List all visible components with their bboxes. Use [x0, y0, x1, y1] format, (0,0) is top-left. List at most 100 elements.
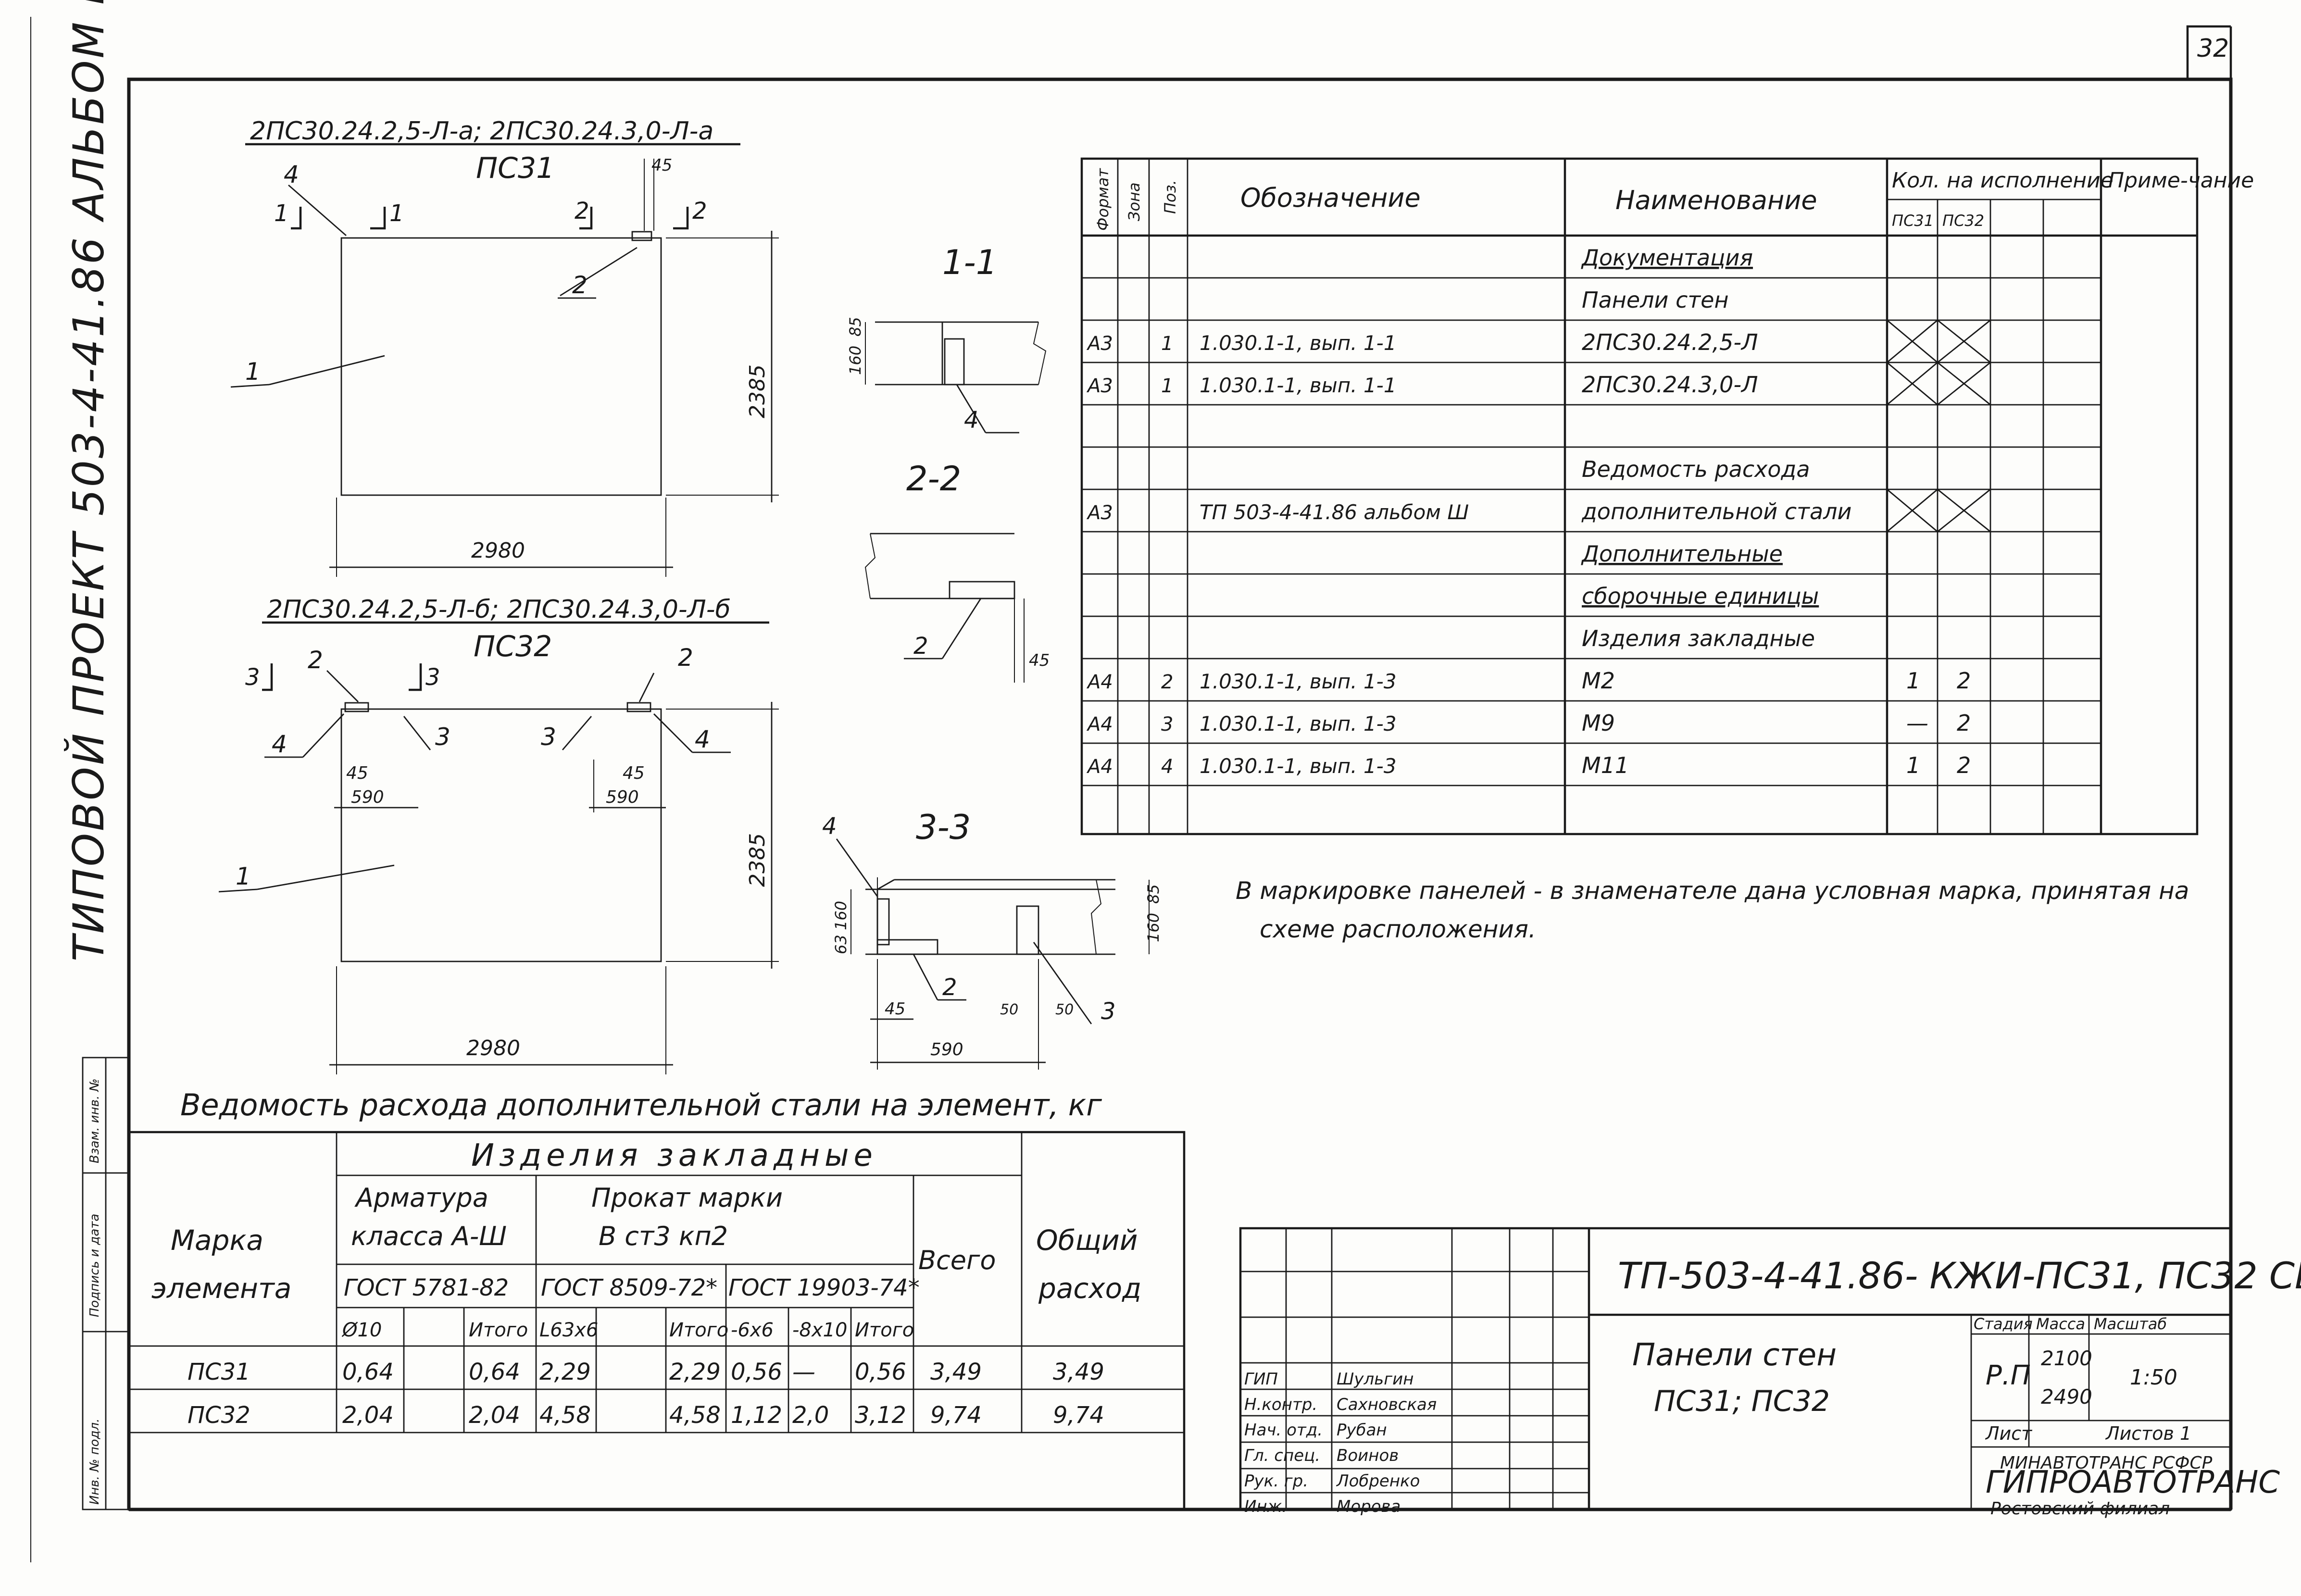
ps32-cut-3a: 3	[245, 664, 260, 691]
spec-row-pos: 4	[1161, 756, 1173, 778]
ps32-name: ПС32	[474, 630, 552, 663]
ps31-dim-45: 45	[651, 156, 672, 175]
ps31-marks: 2ПС30.24.2,5-Л-а; 2ПС30.24.3,0-Л-а	[250, 117, 713, 146]
spec-header-name: Наименование	[1615, 185, 1817, 215]
tb-staff-role: ГИП	[1244, 1370, 1278, 1389]
steel-row-value: —	[792, 1359, 815, 1385]
sec33-dim-63: 63	[832, 935, 850, 954]
section-2-2-label: 2-2	[906, 459, 961, 499]
spec-row-qty-ps32: 2	[1957, 752, 1971, 778]
steel-h-common2: расход	[1038, 1272, 1141, 1305]
tb-scale-h: Масштаб	[2094, 1315, 2167, 1333]
ps31-cut-2b: 2	[692, 198, 707, 224]
ps31-height-dim: 2385	[745, 364, 770, 418]
section-1-1: 1-1 160 85 4	[846, 243, 1047, 434]
steel-table-title: Ведомость расхода дополнительной стали н…	[180, 1087, 1102, 1122]
tb-mass-h: Масса	[2036, 1315, 2085, 1333]
ps31-cut-1b: 1	[389, 200, 404, 227]
sec22-pos-2: 2	[913, 633, 928, 660]
spec-row-name: Документация	[1581, 245, 1753, 271]
steel-row-value: 3,49	[930, 1359, 982, 1385]
steel-h-total: Всего	[918, 1245, 996, 1275]
steel-row-value: 4,58	[539, 1402, 591, 1429]
tb-staff-name: Рубан	[1337, 1421, 1387, 1440]
spec-row-qty-ps32: 2	[1957, 668, 1971, 694]
sec33-pos-4: 4	[822, 813, 837, 840]
album-side-title: ТИПОВОЙ ПРОЕКТ 503-4-41.86 АЛЬБОМ Ш	[64, 0, 113, 961]
tb-staff-role: Инж.	[1244, 1497, 1287, 1516]
sec11-dim-160: 160	[846, 346, 864, 375]
tb-staff-role: Н.контр.	[1244, 1395, 1317, 1414]
tb-mass1: 2100	[2041, 1347, 2092, 1370]
sec33-pos-3: 3	[1101, 998, 1116, 1025]
sec33-dim-50b: 50	[1055, 1001, 1074, 1018]
specification-table: Формат Зона Поз. Обозначение Наименовани…	[1080, 157, 2254, 835]
steel-row-value: 1,12	[731, 1402, 782, 1429]
steel-row-value: 0,64	[469, 1359, 520, 1385]
ps32-pos-4a: 4	[272, 730, 287, 758]
tb-code: ТП-503-4-41.86- КЖИ-ПС31, ПС32 СБ	[1618, 1254, 2301, 1297]
section-3-3-label: 3-3	[916, 808, 971, 847]
ps32-dim-45b: 45	[623, 763, 645, 783]
ps32-cut-3b: 3	[425, 664, 440, 691]
steel-consumption-table: Марка элемента Изделия закладные Арматур…	[127, 1131, 1186, 1511]
spec-row-qty-ps32: 2	[1957, 710, 1971, 736]
spec-header-ps32: ПС32	[1942, 212, 1984, 230]
spec-row-name: сборочные единицы	[1582, 583, 1819, 609]
sec33-dim-590: 590	[930, 1040, 963, 1060]
steel-h-roll1: Прокат марки	[591, 1183, 783, 1213]
spec-row-format: А4	[1086, 756, 1113, 778]
sec33-dim-160-right: 160	[1144, 913, 1163, 942]
steel-h-sub: -6х6	[731, 1319, 774, 1341]
spec-row-name: дополнительной стали	[1581, 499, 1851, 524]
spec-row-designation: 1.030.1-1, вып. 1-3	[1200, 754, 1397, 778]
stamp-vzam-inv: Взам. инв. №	[88, 1078, 102, 1163]
steel-h-mark2: элемента	[151, 1272, 291, 1305]
spec-row-qty-ps31: 1	[1906, 668, 1920, 694]
spec-row-name: М11	[1582, 752, 1629, 778]
ps32-height-dim: 2385	[745, 833, 770, 887]
tb-org1: МИНАВТОТРАНС РСФСР	[2000, 1453, 2213, 1473]
tb-scale: 1:50	[2130, 1365, 2177, 1390]
steel-row-value: 2,29	[669, 1359, 721, 1385]
steel-row-value: 0,56	[855, 1359, 906, 1385]
steel-row-mark: ПС31	[188, 1359, 250, 1385]
steel-row-value: 3,49	[1053, 1359, 1104, 1385]
ps32-pos-2b: 2	[678, 644, 693, 672]
drawing-note-line1: В маркировке панелей - в знаменателе дан…	[1236, 877, 2189, 905]
steel-h-sub: Итого	[669, 1319, 728, 1341]
sec11-pos-4: 4	[964, 407, 979, 434]
side-stamp: Инв. № подл. Подпись и дата Взам. инв. №	[82, 1057, 130, 1510]
steel-h-roll2: В ст3 кп2	[599, 1221, 728, 1251]
spec-row-pos: 3	[1161, 713, 1173, 736]
stamp-signature-date: Подпись и дата	[88, 1214, 102, 1317]
tb-mass2: 2490	[2041, 1385, 2092, 1409]
spec-header-qty: Кол. на исполнение	[1892, 168, 2113, 193]
ps31-pos-1: 1	[245, 358, 261, 386]
spec-row-qty-ps31: —	[1906, 710, 1928, 736]
spec-row-format: А3	[1086, 333, 1113, 355]
spec-row-qty-ps31: 1	[1906, 752, 1920, 778]
sec33-pos-2: 2	[942, 974, 957, 1001]
tb-stage-h: Стадия	[1974, 1315, 2033, 1333]
ps32-dim-590b: 590	[606, 787, 639, 807]
steel-row-value: 4,58	[669, 1402, 721, 1429]
title-block: ТП-503-4-41.86- КЖИ-ПС31, ПС32 СБ Панели…	[1239, 1227, 2301, 1519]
tb-staff-name: Лобренко	[1336, 1471, 1420, 1491]
steel-h-items: Изделия закладные	[471, 1138, 877, 1173]
steel-h-sub: Итого	[469, 1319, 528, 1341]
steel-h-sub: -8х10	[792, 1319, 847, 1341]
ps32-pos-1: 1	[236, 862, 251, 890]
steel-h-gost1: ГОСТ 5781-82	[344, 1274, 509, 1301]
ps31-width-dim: 2980	[471, 538, 525, 563]
panel-ps31-plan: 2ПС30.24.2,5-Л-а; 2ПС30.24.3,0-Л-а ПС31 …	[230, 117, 779, 577]
sec22-dim-45: 45	[1029, 651, 1050, 670]
steel-row-mark: ПС32	[188, 1402, 250, 1429]
spec-row-designation: 1.030.1-1, вып. 1-3	[1200, 712, 1397, 736]
ps32-pos-4b: 4	[695, 725, 710, 753]
spec-row-pos: 1	[1161, 375, 1173, 397]
spec-row-designation: 1.030.1-1, вып. 1-3	[1200, 670, 1397, 693]
section-2-2: 2-2 45 2	[864, 459, 1050, 683]
steel-row-value: 3,12	[855, 1402, 906, 1429]
spec-row-name: Дополнительные	[1581, 541, 1783, 567]
